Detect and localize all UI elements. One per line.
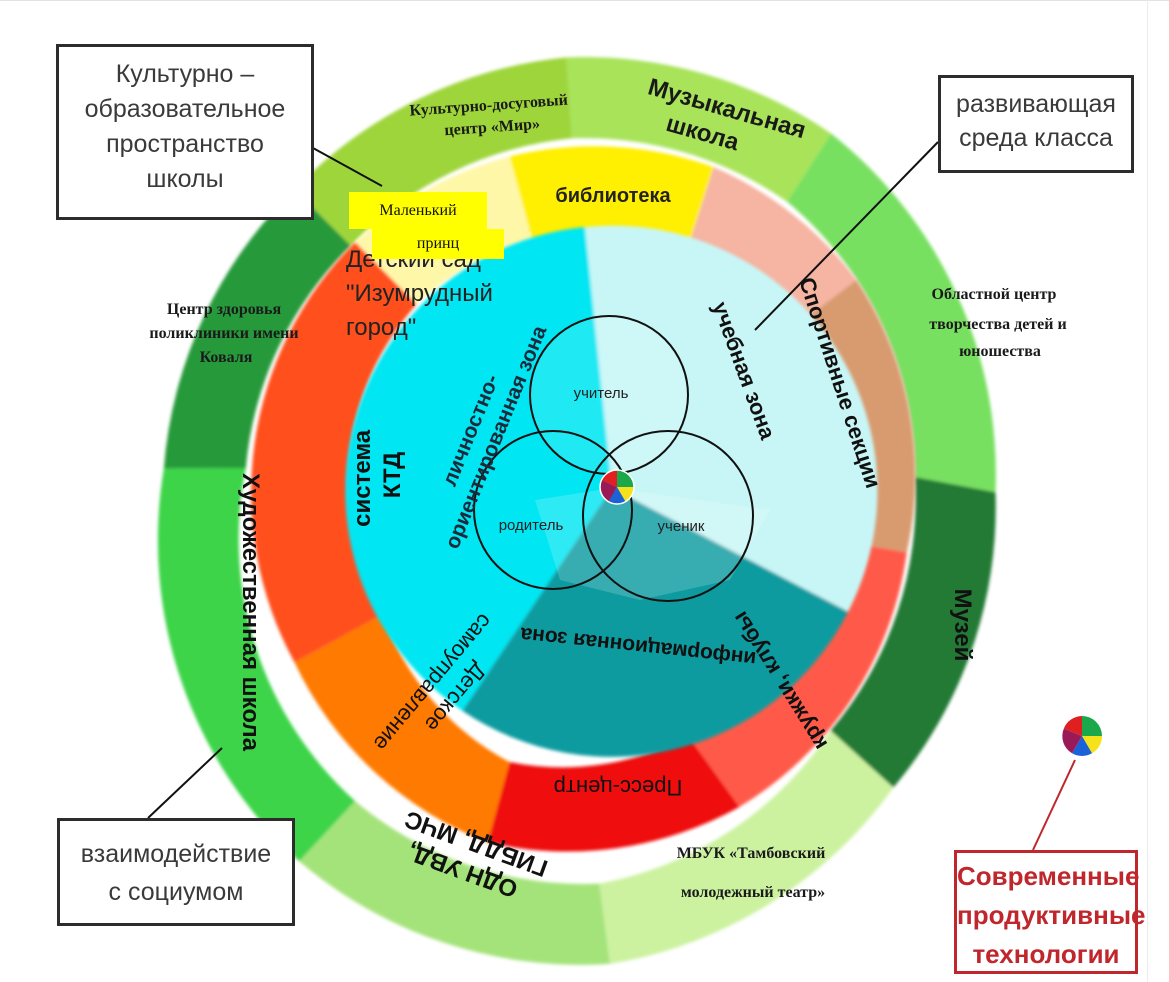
leader-line-society <box>147 747 223 819</box>
callout-class-environment-line-1: развивающая <box>956 90 1116 118</box>
callout-technologies: Современные продуктивные технологии <box>954 850 1146 974</box>
venn-diagram <box>473 315 770 602</box>
little-prince-line-2: принц <box>416 235 460 252</box>
inner-zone-info <box>462 488 849 757</box>
tech-pie-blue <box>1072 736 1092 756</box>
venn-label-student: ученик <box>658 518 705 535</box>
label-press-center: Пресс-центр <box>554 775 683 800</box>
right-border-line <box>1147 0 1148 982</box>
venn-label-parent: родитель <box>499 517 564 534</box>
leader-line-technologies <box>1032 759 1076 851</box>
tech-pie-yellow <box>1082 736 1102 754</box>
leader-line-cultural-space <box>312 147 383 187</box>
callout-cultural-space-line-4: школы <box>146 165 224 193</box>
center-pie-outline <box>599 469 635 505</box>
venn-label-teacher: учитель <box>574 385 629 402</box>
label-health-center: Центр здоровья поликлиники имени Коваля <box>149 301 302 366</box>
mid-seg-sport-upper <box>687 167 857 332</box>
callout-society-line-1: взаимодействие <box>80 840 272 868</box>
callout-cultural-space: Культурно – образовательное пространство… <box>56 44 314 220</box>
callout-cultural-space-line-1: Культурно – <box>115 60 255 88</box>
callout-class-environment-line-2: среда класса <box>959 124 1113 152</box>
label-library: библиотека <box>555 185 671 207</box>
venn-circle-student <box>582 430 754 602</box>
leader-line-class-environment <box>754 141 939 331</box>
label-museum: Музей <box>949 589 976 662</box>
outer-seg-art-school <box>157 468 356 862</box>
outer-seg-regional-center <box>787 133 996 493</box>
mid-seg-self-government <box>294 614 510 843</box>
label-regional-center: Областной центр творчества детей и юноше… <box>929 286 1070 360</box>
label-art-school: Художественная школа <box>237 473 264 752</box>
callout-technologies-line-3: технологии <box>972 939 1120 969</box>
venn-labels: учитель родитель ученик <box>499 385 705 535</box>
outer-ring <box>157 57 996 965</box>
callout-technologies-line-2: продуктивные <box>957 900 1146 930</box>
center-pie-green <box>617 470 634 487</box>
outer-seg-police <box>299 801 610 965</box>
technology-pie-icon <box>1062 716 1102 756</box>
tech-pie-green <box>1082 716 1102 736</box>
callout-society: взаимодействие с социумом <box>57 818 295 926</box>
callout-cultural-space-line-3: пространство <box>106 130 264 158</box>
tech-pie-purple <box>1062 728 1082 754</box>
little-prince-tag-line2: принц <box>372 229 504 259</box>
callout-society-line-2: с социумом <box>108 878 244 906</box>
outer-seg-museum <box>830 477 996 788</box>
venn-lower-shade <box>535 488 770 600</box>
outer-seg-health-center <box>163 189 351 469</box>
center-pie-red <box>601 470 617 487</box>
callout-technologies-line-1: Современные <box>957 861 1140 891</box>
label-ktd-system: система КТД <box>349 423 406 527</box>
mid-seg-ktd <box>251 242 417 663</box>
mid-seg-library <box>509 146 714 249</box>
center-pie-blue <box>608 487 626 504</box>
mid-seg-press-center <box>487 736 740 852</box>
outer-seg-music-school <box>566 57 832 202</box>
top-border-line <box>0 0 1169 1</box>
callout-class-environment: развивающая среда класса <box>938 75 1134 173</box>
callout-cultural-space-line-2: образовательное <box>84 95 286 123</box>
leader-lines <box>147 141 1076 851</box>
inner-zone-study <box>585 225 878 612</box>
outer-seg-theatre <box>599 730 894 964</box>
little-prince-tag: Маленький <box>349 192 487 229</box>
tech-pie-red <box>1063 716 1082 736</box>
center-pie-icon <box>599 469 635 505</box>
venn-circle-parent <box>473 430 633 590</box>
label-theatre: МБУК «Тамбовский молодежный театр» <box>677 845 830 901</box>
little-prince-line-1: Маленький <box>379 202 457 219</box>
center-pie-purple <box>600 480 617 502</box>
